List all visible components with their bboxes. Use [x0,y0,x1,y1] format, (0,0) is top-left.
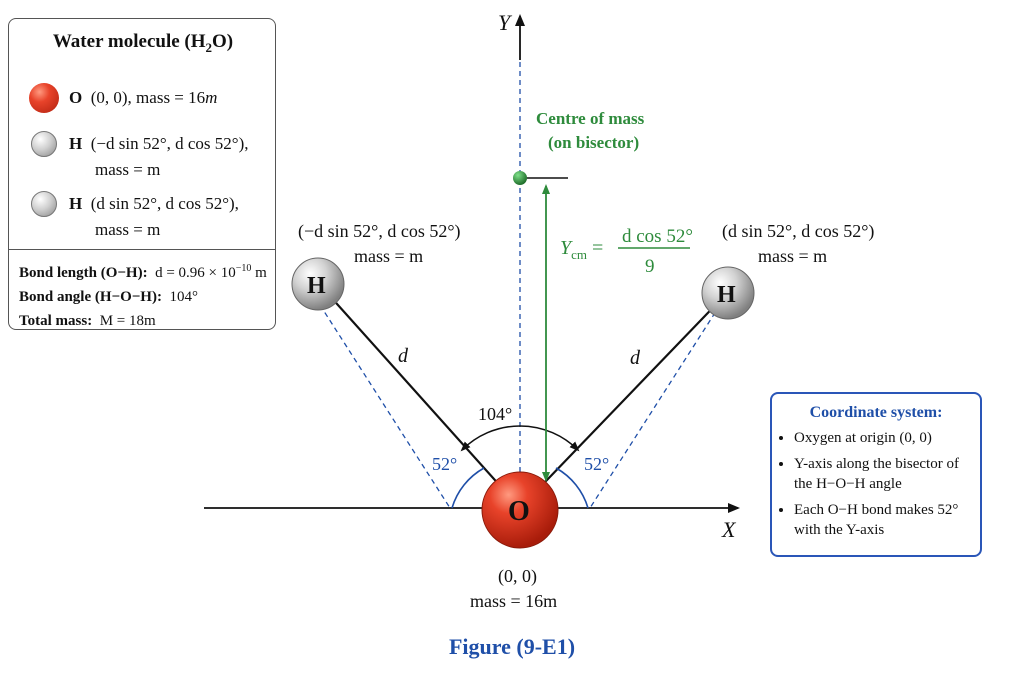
legend-hydrogen-ball-2 [31,191,57,217]
com-point [513,171,527,185]
hydrogen-right-symbol: H [717,282,736,308]
legend-title: Water molecule (H2O) [52,31,234,55]
legend-separator [9,249,275,250]
legend-bond-length: Bond length (O−H): d = 0.96 × 10−10 m [19,263,267,281]
legend-oxygen-ball [29,83,59,113]
angle-arc-right [555,467,589,509]
ycm-numerator: d cos 52° [622,226,693,247]
hydrogen-left-coord: (−d sin 52°, d cos 52°) [298,221,461,242]
angle-arc-left [451,467,485,509]
hydrogen-left-symbol: H [307,273,326,299]
angle-104-label: 104° [478,404,512,424]
angle-right-label: 52° [584,454,609,474]
legend-box: Water molecule (H2O) O (0, 0), mass = 16… [8,18,276,330]
coordinate-system-item: Y-axis along the bisector of the H−O−H a… [794,454,974,494]
hydrogen-right-atom [701,266,755,320]
oxygen-symbol: O [508,496,530,527]
legend-row-oxygen: O (0, 0), mass = 16m [69,88,218,107]
bond-right [519,291,729,509]
oxygen-atom [481,471,559,549]
com-title-2: (on bisector) [548,133,639,152]
legend-row-hydrogen-2-mass: mass = m [95,220,161,239]
legend-bond-angle: Bond angle (H−O−H): 104° [19,289,198,305]
bond-right-d-label: d [630,347,641,369]
coordinate-system-item: Each O−H bond makes 52° with the Y-axis [794,500,974,540]
coordinate-system-list: Oxygen at origin (0, 0) Y-axis along the… [780,428,974,546]
coordinate-system-box: Coordinate system: Oxygen at origin (0, … [770,392,982,557]
hydrogen-right-mass: mass = m [758,246,827,266]
oxygen-coord: (0, 0) [498,566,537,587]
angle-arc-104 [460,425,580,452]
figure-caption: Figure (9-E1) [448,634,576,659]
oxygen-mass: mass = 16m [470,591,557,611]
bond-left-d-label: d [398,345,409,367]
hydrogen-left-mass: mass = m [354,246,423,266]
ycm-symbol: Ycm = [560,237,603,262]
hydrogen-left-atom [291,257,345,311]
com-title-1: Centre of mass [536,109,645,128]
x-axis-label: X [721,517,737,542]
legend-hydrogen-ball-1 [31,131,57,157]
h-left-projection [319,304,451,509]
bond-left [319,284,521,509]
h-right-projection [589,304,721,509]
legend-row-hydrogen-1-mass: mass = m [95,160,161,179]
hydrogen-right-coord: (d sin 52°, d cos 52°) [722,221,874,242]
coordinate-system-item: Oxygen at origin (0, 0) [794,428,974,448]
legend-row-hydrogen-1: H (−d sin 52°, d cos 52°), [69,134,249,153]
y-axis-label: Y [498,10,513,35]
legend-total-mass: Total mass: M = 18m [19,313,156,329]
ycm-denominator: 9 [645,256,655,277]
angle-left-label: 52° [432,454,457,474]
coordinate-system-title: Coordinate system: [809,404,943,421]
legend-row-hydrogen-2: H (d sin 52°, d cos 52°), [69,194,239,213]
